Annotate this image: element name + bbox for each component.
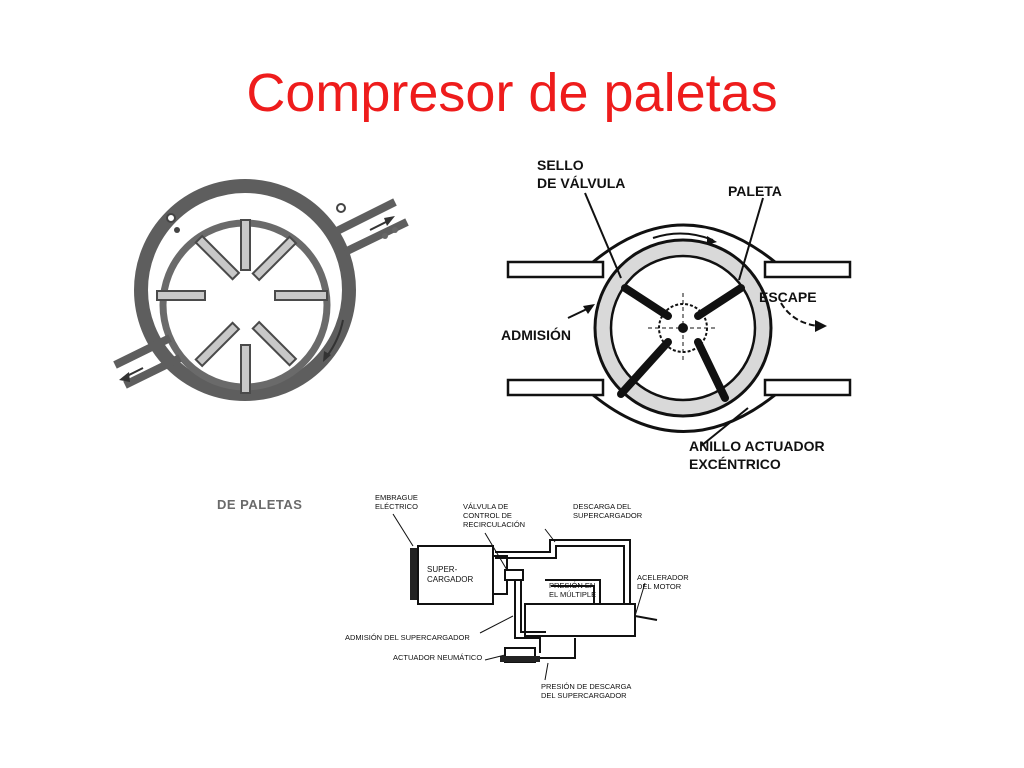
label-throttle-2: DEL MOTOR <box>637 582 682 591</box>
label-vane: PALETA <box>728 183 782 199</box>
label-throttle-1: ACELERADOR <box>637 573 689 582</box>
slide-title: Compresor de paletas <box>246 63 778 123</box>
label-clutch-1: EMBRAGUE <box>375 493 418 502</box>
label-supercharger-2: CARGADOR <box>427 575 473 584</box>
label-intake: ADMISIÓN DEL SUPERCARGADOR <box>345 633 470 642</box>
label-seal-line-1: SELLO <box>537 157 584 173</box>
supercharger-schematic: EMBRAGUE ELÉCTRICO VÁLVULA DE CONTROL DE… <box>345 488 715 703</box>
label-clutch-2: ELÉCTRICO <box>375 502 418 511</box>
label-discharge-pressure-1: PRESIÓN DE DESCARGA <box>541 682 631 691</box>
label-manifold-1: PRESIÓN EN <box>549 581 595 590</box>
label-valve-1: VÁLVULA DE <box>463 502 508 511</box>
label-supercharger-1: SUPER- <box>427 565 458 574</box>
label-valve-2: CONTROL DE <box>463 511 512 520</box>
label-discharge-1: DESCARGA DEL <box>573 502 631 511</box>
label-discharge-pressure-2: DEL SUPERCARGADOR <box>541 691 627 700</box>
label-seal-line-2: DE VÁLVULA <box>537 175 625 191</box>
label-ring-line-1: ANILLO ACTUADOR <box>689 438 825 454</box>
label-manifold-2: EL MÚLTIPLE <box>549 590 596 599</box>
diagram-caption: DE PALETAS <box>217 497 303 512</box>
vane-compressor-diagram-right: SELLO DE VÁLVULA PALETA ESCAPE ADMISIÓN … <box>493 148 868 483</box>
label-actuator: ACTUADOR NEUMÁTICO <box>393 653 482 662</box>
label-exhaust: ESCAPE <box>759 289 817 305</box>
label-intake: ADMISIÓN <box>501 326 571 343</box>
label-valve-3: RECIRCULACIÓN <box>463 520 525 529</box>
vane-compressor-diagram-left <box>95 160 440 460</box>
label-discharge-2: SUPERCARGADOR <box>573 511 643 520</box>
label-ring-line-2: EXCÉNTRICO <box>689 456 781 472</box>
